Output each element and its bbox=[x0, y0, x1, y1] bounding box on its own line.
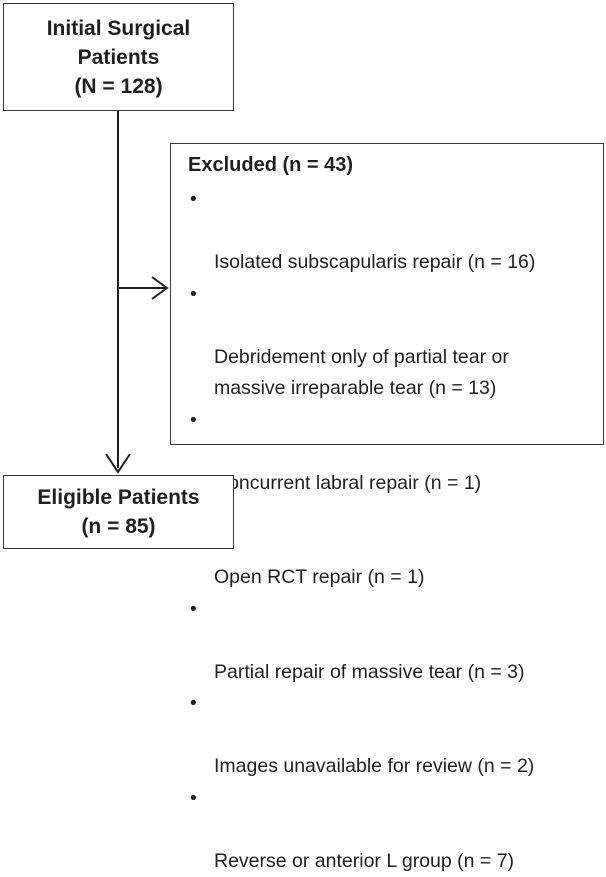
excluded-item-text: Partial repair of massive tear (n = 3) bbox=[214, 661, 525, 683]
excluded-item: • Reverse or anterior L group (n = 7) bbox=[188, 783, 593, 877]
initial-patients-box: Initial Surgical Patients (N = 128) bbox=[3, 3, 234, 111]
excluded-item-text: Reverse or anterior L group (n = 7) bbox=[214, 850, 514, 872]
excluded-item: • Concurrent labral repair (n = 1) bbox=[188, 405, 593, 500]
excluded-item: • Open RCT repair (n = 1) bbox=[188, 499, 593, 594]
bullet-icon: • bbox=[190, 688, 197, 720]
excluded-list: • Isolated subscapularis repair (n = 16)… bbox=[188, 184, 593, 877]
main-flow-arrowhead bbox=[106, 454, 130, 472]
eligible-box-line2: (n = 85) bbox=[81, 512, 155, 541]
excluded-item: • Images unavailable for review (n = 2) bbox=[188, 688, 593, 783]
eligible-patients-box: Eligible Patients (n = 85) bbox=[3, 475, 234, 549]
bullet-icon: • bbox=[190, 279, 197, 311]
initial-box-line1: Initial Surgical bbox=[47, 14, 191, 43]
excluded-item-text: Debridement only of partial tear or mass… bbox=[214, 346, 509, 400]
excluded-item-text: Isolated subscapularis repair (n = 16) bbox=[214, 251, 535, 273]
excluded-header: Excluded (n = 43) bbox=[188, 151, 593, 179]
excluded-item: • Partial repair of massive tear (n = 3) bbox=[188, 594, 593, 689]
excluded-item-text: Images unavailable for review (n = 2) bbox=[214, 755, 534, 777]
eligible-box-line1: Eligible Patients bbox=[37, 483, 199, 512]
exclusion-branch-arrowhead bbox=[152, 277, 167, 299]
excluded-item-text: Concurrent labral repair (n = 1) bbox=[214, 472, 481, 494]
initial-box-line3: (N = 128) bbox=[74, 72, 162, 101]
bullet-icon: • bbox=[190, 405, 197, 437]
excluded-item-text: Open RCT repair (n = 1) bbox=[214, 566, 424, 588]
excluded-item: • Isolated subscapularis repair (n = 16) bbox=[188, 184, 593, 279]
bullet-icon: • bbox=[190, 594, 197, 626]
initial-box-line2: Patients bbox=[78, 43, 160, 72]
bullet-icon: • bbox=[190, 783, 197, 815]
excluded-item: • Debridement only of partial tear or ma… bbox=[188, 279, 593, 405]
bullet-icon: • bbox=[190, 184, 197, 216]
excluded-box: Excluded (n = 43) • Isolated subscapular… bbox=[170, 143, 604, 445]
